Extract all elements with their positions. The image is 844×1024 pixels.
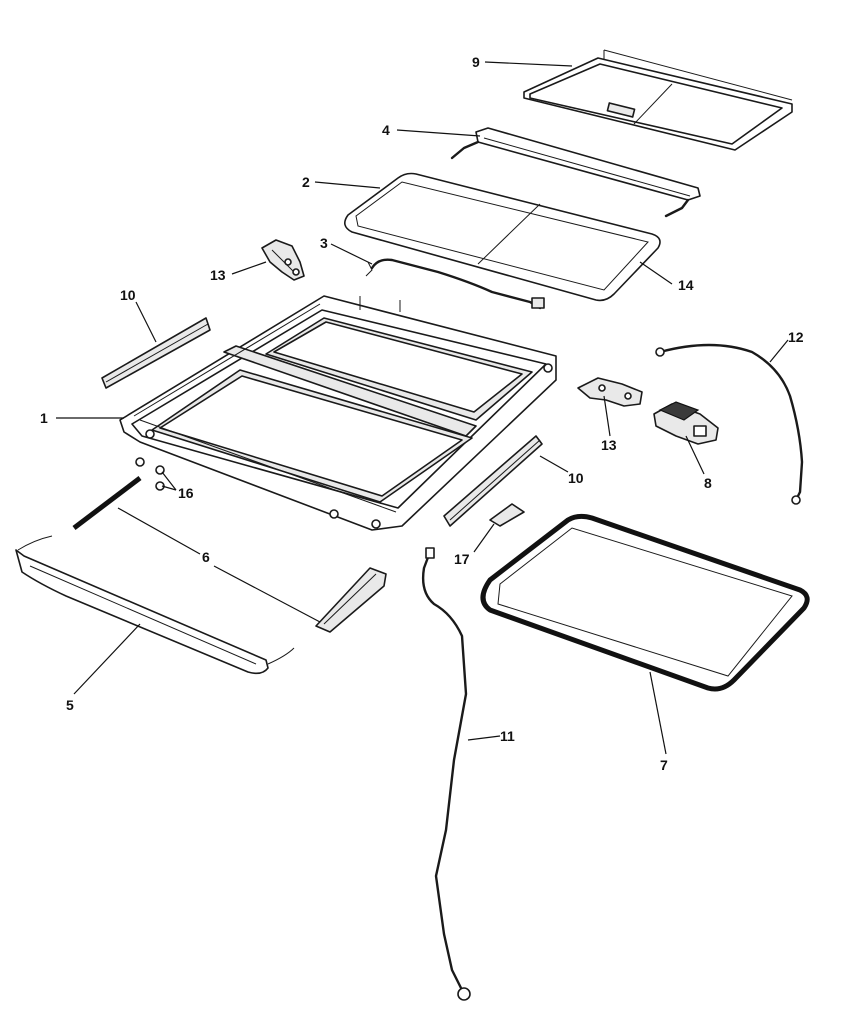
part-1-sunroof-frame (119, 295, 557, 531)
callout-3: 3 (320, 235, 328, 251)
callout-10-upper: 10 (120, 287, 136, 303)
callout-labels: 9 4 2 3 13 14 10 12 1 13 8 10 16 6 17 5 … (40, 54, 804, 773)
callout-6: 6 (202, 549, 210, 565)
leader-lines (56, 61, 789, 755)
part-10-wind-deflector-lower (443, 435, 543, 527)
part-3-wire-harness (365, 258, 545, 310)
callout-1: 1 (40, 410, 48, 426)
callout-5: 5 (66, 697, 74, 713)
part-6-seal-and-guide (72, 476, 387, 633)
part-10-wind-deflector-upper (101, 317, 211, 389)
callout-16: 16 (178, 485, 194, 501)
part-13-motor-bracket-upper (261, 239, 305, 281)
part-16-fasteners (135, 457, 165, 491)
part-17-clip-pad (489, 503, 525, 527)
callout-13-lower: 13 (601, 437, 617, 453)
part-12-drain-tube (655, 343, 804, 505)
part-2-glass-panel (344, 172, 661, 302)
callout-17: 17 (454, 551, 470, 567)
callout-14: 14 (678, 277, 694, 293)
part-9-sunshade (523, 49, 793, 151)
callout-7: 7 (660, 757, 668, 773)
callout-9: 9 (472, 54, 480, 70)
part-11-drain-tube-front (421, 547, 471, 1001)
callout-8: 8 (704, 475, 712, 491)
part-13-motor-bracket-lower (577, 377, 643, 407)
callout-2: 2 (302, 174, 310, 190)
callout-13-upper: 13 (210, 267, 226, 283)
callout-4: 4 (382, 122, 390, 138)
part-4-header-bar (450, 127, 701, 218)
part-7-frame-seal (480, 513, 810, 692)
callout-11: 11 (500, 728, 515, 744)
part-5-deflector-bar (15, 535, 295, 675)
callout-12: 12 (788, 329, 804, 345)
callout-10-lower: 10 (568, 470, 584, 486)
part-8-sunroof-motor (653, 401, 719, 445)
